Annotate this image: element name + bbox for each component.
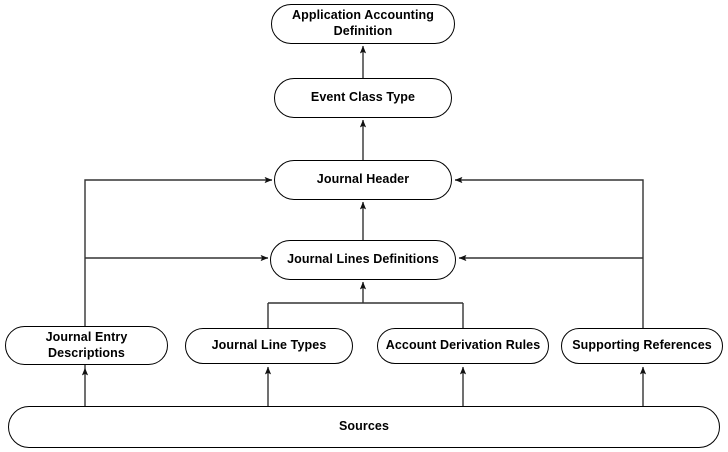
node-account-derivation-rules[interactable]: Account Derivation Rules: [377, 328, 549, 364]
node-label: Application Accounting Definition: [291, 8, 434, 38]
node-label: Supporting References: [572, 338, 712, 353]
node-label: Journal Lines Definitions: [287, 252, 439, 267]
node-event-class-type[interactable]: Event Class Type: [274, 78, 452, 118]
node-label: Account Derivation Rules: [385, 338, 541, 353]
node-label: Event Class Type: [310, 90, 416, 105]
node-label: Journal Line Types: [211, 338, 327, 353]
node-label: Sources: [338, 419, 390, 434]
node-journal-line-types[interactable]: Journal Line Types: [185, 328, 353, 364]
node-supporting-references[interactable]: Supporting References: [561, 328, 723, 364]
node-label: Journal Header: [316, 172, 410, 187]
edge-supporting-references-to-journal-header: [454, 176, 644, 328]
node-journal-lines-definitions[interactable]: Journal Lines Definitions: [270, 240, 456, 280]
node-journal-header[interactable]: Journal Header: [274, 160, 452, 200]
node-sources[interactable]: Sources: [8, 406, 720, 448]
node-application-accounting-definition[interactable]: Application Accounting Definition: [271, 4, 455, 44]
node-journal-entry-descriptions[interactable]: Journal Entry Descriptions: [5, 326, 168, 365]
edge-journal-entry-descriptions-to-journal-header: [84, 176, 273, 326]
node-label: Journal Entry Descriptions: [45, 329, 128, 360]
